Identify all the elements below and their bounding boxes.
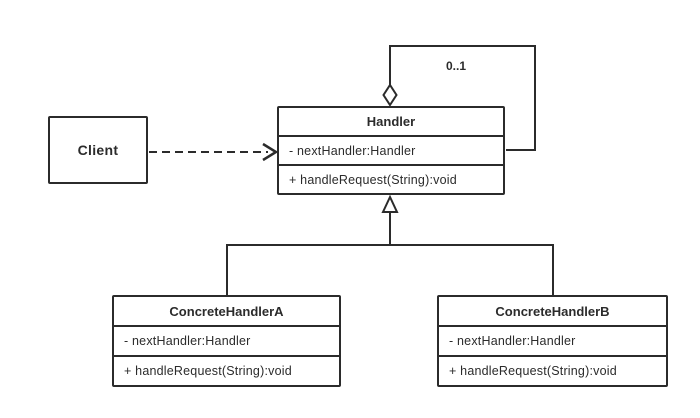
class-concrete-handler-a-attribute: - nextHandler:Handler	[124, 334, 251, 348]
class-handler-attribute: - nextHandler:Handler	[289, 143, 416, 158]
aggregation-diamond-icon	[382, 83, 398, 107]
class-handler-method: + handleRequest(String):void	[279, 164, 503, 193]
class-concrete-handler-a-title: ConcreteHandlerA	[114, 297, 339, 327]
class-concrete-handler-b-attribute: - nextHandler:Handler	[449, 334, 576, 348]
class-handler-title: Handler	[279, 108, 503, 137]
class-client: Client	[48, 116, 148, 184]
class-concrete-handler-b-title: ConcreteHandlerB	[439, 297, 666, 327]
self-association-line	[389, 45, 536, 151]
dependency-arrow-icon	[262, 142, 279, 162]
inheritance-triangle-icon	[381, 194, 399, 213]
class-client-name: Client	[77, 142, 119, 158]
class-concrete-handler-b-method: + handleRequest(String):void	[439, 355, 666, 385]
class-concrete-handler-a: ConcreteHandlerA - nextHandler:Handler +…	[112, 295, 341, 387]
inheritance-branch-a-line	[226, 244, 554, 295]
class-concrete-handler-a-method: + handleRequest(String):void	[114, 355, 339, 385]
multiplicity-label: 0..1	[445, 59, 466, 73]
class-handler: Handler - nextHandler:Handler + handleRe…	[277, 106, 505, 195]
class-concrete-handler-b: ConcreteHandlerB - nextHandler:Handler +…	[437, 295, 668, 387]
